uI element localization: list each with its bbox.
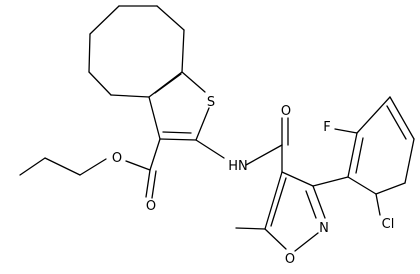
bond (156, 5, 185, 31)
bond (375, 193, 381, 216)
bond (356, 96, 391, 134)
bond (159, 138, 197, 141)
bond (151, 170, 157, 199)
bond (89, 5, 120, 35)
bond (347, 176, 377, 195)
chlorine-label: Cl (382, 217, 395, 232)
bond (154, 73, 182, 94)
bond (355, 137, 364, 174)
bond (312, 185, 326, 219)
bond (312, 176, 349, 187)
isoxazole-ring (235, 171, 326, 252)
amide-linkage (195, 117, 289, 173)
bond (125, 160, 151, 171)
bond (386, 105, 407, 140)
bond (245, 144, 283, 166)
bond (305, 190, 317, 219)
propyl-ester (19, 138, 161, 199)
atom-labels: S HN O N O O O F Cl (112, 95, 394, 267)
bond (181, 29, 185, 73)
bond (79, 158, 107, 176)
bond (347, 132, 358, 178)
bond (264, 228, 287, 250)
ester-carbonyl-oxygen-label: O (146, 199, 156, 214)
ester-ether-oxygen-label: O (112, 151, 122, 166)
bond (235, 227, 266, 230)
bond (148, 71, 183, 98)
bond (162, 131, 192, 134)
amide-oxygen-label: O (281, 104, 291, 119)
phenyl-ring (312, 96, 415, 216)
bond (88, 33, 91, 73)
isoxazole-oxygen-label: O (285, 252, 295, 267)
amide-nh-label: HN (228, 159, 248, 174)
fluorine-label: F (323, 120, 330, 135)
bond (19, 157, 46, 176)
bond (404, 138, 415, 184)
bond (88, 71, 112, 96)
bond (264, 171, 283, 230)
isoxazole-nitrogen-label: N (319, 221, 329, 236)
sulfur-label: S (207, 95, 215, 110)
bond (389, 96, 415, 140)
bond (44, 157, 81, 176)
bond (334, 128, 358, 134)
bond (281, 171, 314, 187)
cycloheptane-ring (88, 5, 185, 98)
bond (181, 71, 206, 93)
bond (145, 169, 151, 198)
bond (149, 138, 161, 171)
bond (375, 182, 406, 195)
bond (270, 177, 287, 227)
thiophene-ring (148, 71, 210, 141)
bond (148, 96, 161, 140)
bond (110, 94, 150, 98)
bond (195, 107, 210, 141)
bond (294, 232, 319, 252)
bond (195, 139, 225, 159)
